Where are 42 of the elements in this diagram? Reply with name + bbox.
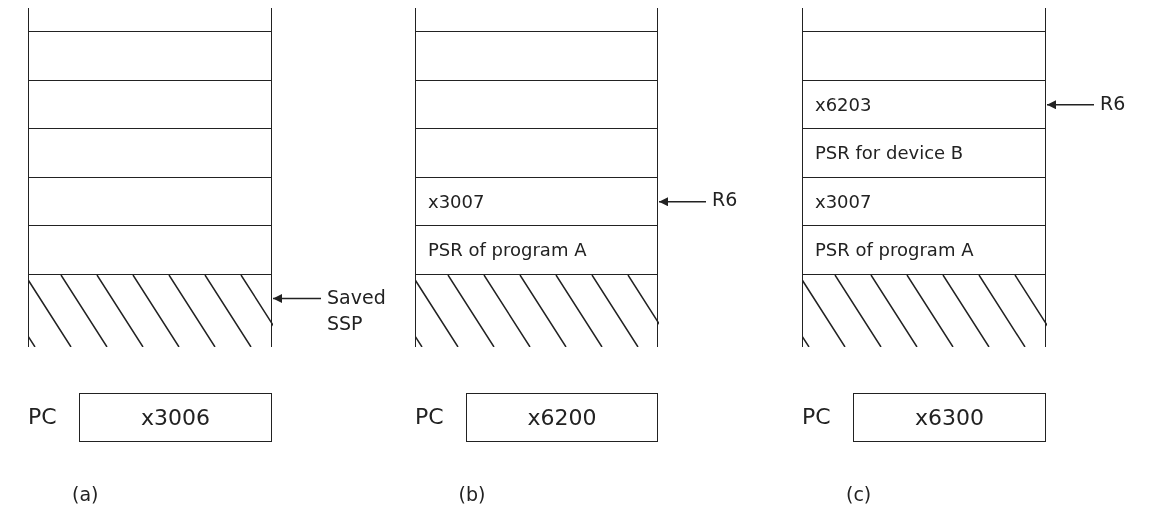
stack-cell: [28, 177, 272, 226]
register-name: PC: [415, 404, 444, 430]
pointer-arrow: [272, 294, 322, 303]
register-name: PC: [28, 404, 57, 430]
register-name: PC: [802, 404, 831, 430]
stack-cell: [802, 129, 1046, 178]
stack-entry: x3007: [815, 190, 872, 212]
stack-entry: x3007: [428, 190, 485, 212]
stack-entry: PSR of program A: [815, 239, 974, 261]
stack-entry: x6203: [815, 93, 872, 115]
register-box: x6200: [466, 393, 658, 442]
stack-cell: [28, 129, 272, 178]
stack-cell: [802, 177, 1046, 226]
pointer-label: R6: [712, 186, 782, 212]
stack-cell: [415, 32, 658, 81]
stack-cell: [28, 80, 272, 129]
stack-cell: [28, 32, 272, 81]
panel-label: (b): [458, 482, 486, 507]
pointer-label: R6: [1100, 90, 1165, 116]
pointer-arrow: [1046, 100, 1095, 110]
stack-cell: [415, 8, 658, 32]
stack-entry: PSR for device B: [815, 142, 964, 164]
stack-cell: [802, 80, 1046, 129]
hatched-stack-base: [28, 274, 272, 347]
hatched-stack-base: [802, 274, 1046, 347]
panel-label: (a): [72, 482, 99, 507]
pointer-label: Saved SSP: [327, 284, 397, 336]
stack-cell: [802, 32, 1046, 81]
stack-entry: PSR of program A: [428, 239, 587, 261]
stack-cell: [415, 80, 658, 129]
stack-cell: [28, 8, 272, 32]
stack-cell: [415, 177, 658, 226]
register-box: x3006: [79, 393, 272, 442]
stack-cell: [802, 226, 1046, 275]
stack-cell: [28, 226, 272, 275]
stack-cell: [415, 129, 658, 178]
stack-cell: [802, 8, 1046, 32]
register-box: x6300: [853, 393, 1046, 442]
pointer-arrow: [658, 197, 707, 207]
hatched-stack-base: [415, 274, 658, 347]
panel-label: (c): [846, 482, 872, 507]
stack-cell: [415, 226, 658, 275]
